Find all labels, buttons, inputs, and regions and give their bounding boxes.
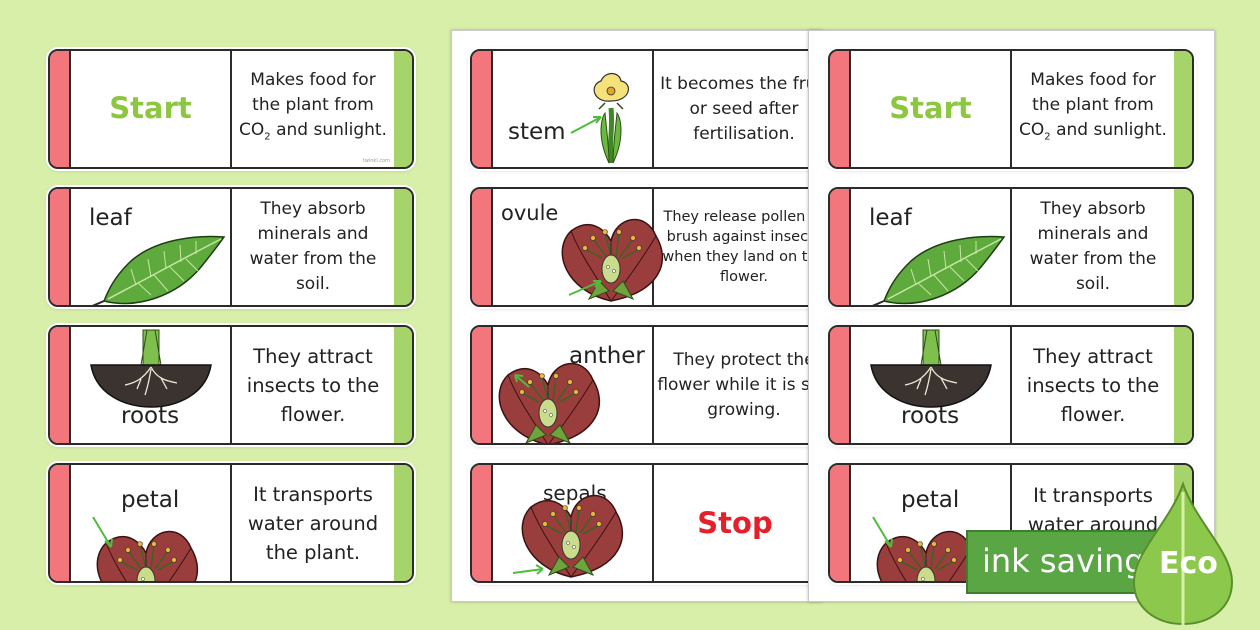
card-description: They release pollen to brush against ins… [662, 209, 826, 285]
card-description: Makes food for the plant from CO2 and su… [239, 70, 387, 143]
start-label: Start [109, 91, 192, 125]
word-label: leaf [89, 205, 132, 231]
domino-card-anther[interactable]: anther They protect the flower while it … [470, 325, 836, 445]
domino-card-petal[interactable]: petal It transports water around the pla… [48, 463, 414, 583]
word-label: stem [508, 119, 566, 145]
domino-card-roots[interactable]: roots They attract insects to the flower… [48, 325, 414, 445]
card-description: They absorb minerals and water from the … [1029, 199, 1157, 294]
start-label: Start [889, 91, 972, 125]
word-label: ovule [501, 201, 559, 225]
domino-card-ovule[interactable]: ovule They release pollen to brush again… [470, 187, 836, 307]
stop-label: Stop [697, 505, 773, 540]
flower-icon [512, 494, 624, 578]
card-description: Makes food for the plant from CO2 and su… [1019, 70, 1167, 143]
card-description: It becomes the fruit or seed after ferti… [660, 73, 828, 144]
word-label: roots [901, 403, 960, 429]
domino-card-leaf[interactable]: leaf They absorb minerals and water from… [48, 187, 414, 307]
flower-icon [92, 516, 199, 581]
leaf-drop-icon [1132, 480, 1234, 628]
word-label: leaf [869, 205, 912, 231]
ink-saving-label: ink saving [982, 542, 1145, 580]
flower-icon [561, 218, 664, 302]
card-description: They attract insects to the flower. [246, 344, 380, 426]
card-description: They absorb minerals and water from the … [249, 199, 377, 294]
leaf-icon [89, 235, 225, 305]
eco-label: Eco [1159, 546, 1218, 581]
card-description: They protect the flower while it is stil… [657, 349, 831, 420]
word-label: anther [569, 343, 645, 369]
word-label: petal [121, 487, 180, 513]
domino-card-stem[interactable]: stem It becomes the fruit or seed after … [470, 49, 836, 169]
yellow-flower-icon [570, 51, 652, 167]
domino-card-leaf[interactable]: leaf They absorb minerals and water from… [828, 187, 1194, 307]
domino-card-sepals[interactable]: sepals Stop [470, 463, 836, 583]
flower-icon [872, 516, 979, 581]
leaf-icon [869, 235, 1005, 305]
domino-card-start[interactable]: Start Makes food for the plant from CO2 … [828, 49, 1194, 169]
word-label: petal [901, 487, 960, 513]
word-label: roots [121, 403, 180, 429]
domino-card-start[interactable]: Start Makes food for the plant from CO2 … [48, 49, 414, 169]
flower-icon [498, 362, 601, 443]
domino-card-roots[interactable]: roots They attract insects to the flower… [828, 325, 1194, 445]
card-description: They attract insects to the flower. [1026, 344, 1160, 426]
ink-saving-eco-badge: ink saving Eco [966, 480, 1260, 630]
card-description: It transports water around the plant. [247, 482, 379, 564]
